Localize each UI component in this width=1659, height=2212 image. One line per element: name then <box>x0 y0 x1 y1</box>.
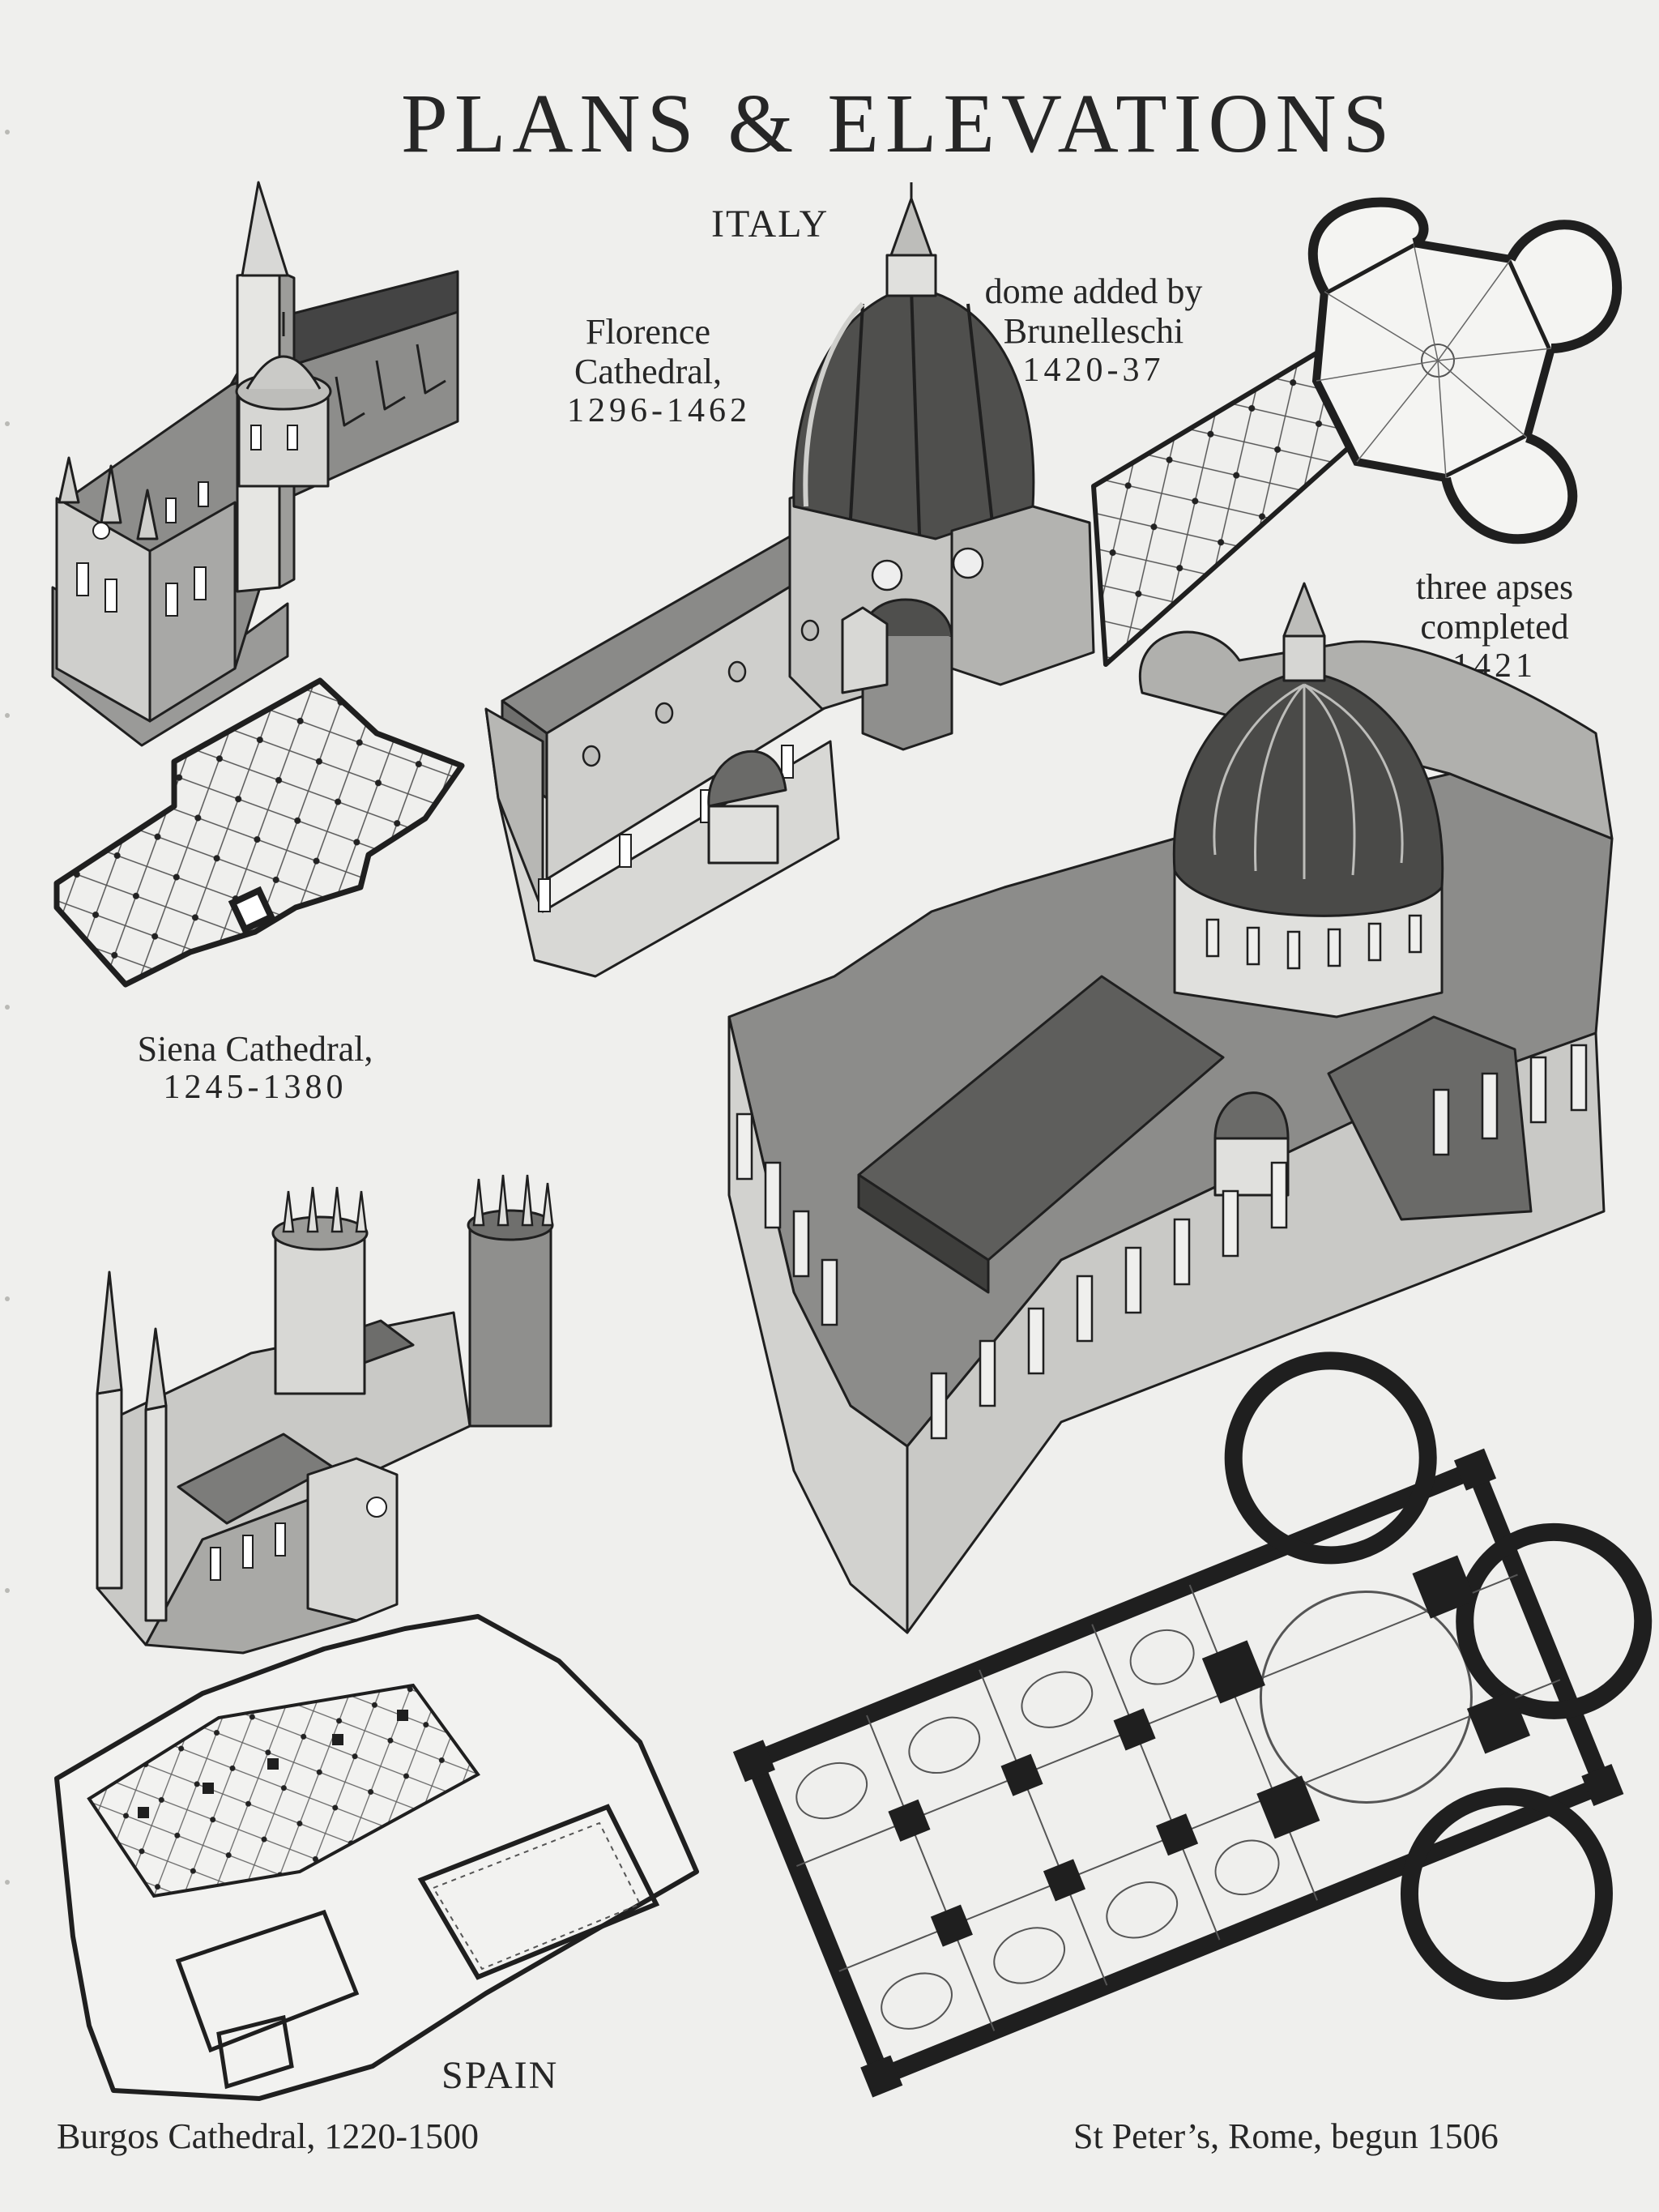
dome-note-line2: Brunelleschi <box>1003 311 1184 352</box>
dome-note-line1: dome added by <box>984 271 1203 311</box>
siena-label: Siena Cathedral, 1245-1380 <box>105 1029 405 1107</box>
siena-elevation-drawing <box>51 181 459 747</box>
region-label-italy: ITALY <box>711 203 830 246</box>
burgos-caption: Burgos Cathedral, 1220-1500 <box>57 2116 480 2156</box>
florence-elevation-drawing <box>484 182 1095 978</box>
binding-mark <box>5 130 10 135</box>
binding-mark <box>5 1005 10 1010</box>
burgos-elevation-drawing <box>96 1174 554 1655</box>
apses-note-line1: three apses <box>1415 567 1574 607</box>
dome-note: dome added by Brunelleschi 1420-37 <box>972 271 1215 390</box>
siena-dates: 1245-1380 <box>163 1069 348 1107</box>
siena-plan-drawing <box>53 677 465 988</box>
siena-name: Siena Cathedral, <box>137 1029 373 1069</box>
burgos-plan-drawing <box>54 1614 699 2101</box>
st-peters-caption: St Peter’s, Rome, begun 1506 <box>1073 2116 1499 2156</box>
florence-plan-drawing <box>1091 197 1623 667</box>
florence-dates: 1296-1462 <box>567 391 751 429</box>
binding-mark <box>5 1880 10 1885</box>
binding-mark <box>5 713 10 718</box>
binding-mark <box>5 1296 10 1301</box>
dome-note-dates: 1420-37 <box>1022 351 1165 389</box>
florence-name-line1: Florence <box>586 312 710 352</box>
florence-name-line2: Cathedral, <box>574 352 723 392</box>
region-label-spain: SPAIN <box>441 2054 559 2097</box>
page-title: PLANS & ELEVATIONS <box>401 77 1397 170</box>
binding-mark <box>5 421 10 426</box>
binding-mark <box>5 1588 10 1593</box>
florence-label: Florence Cathedral, 1296-1462 <box>567 312 751 430</box>
st-peters-plan-drawing <box>732 1352 1653 2098</box>
st-peters-elevation-drawing <box>707 582 1614 1634</box>
apses-note-line2: completed <box>1420 607 1569 647</box>
